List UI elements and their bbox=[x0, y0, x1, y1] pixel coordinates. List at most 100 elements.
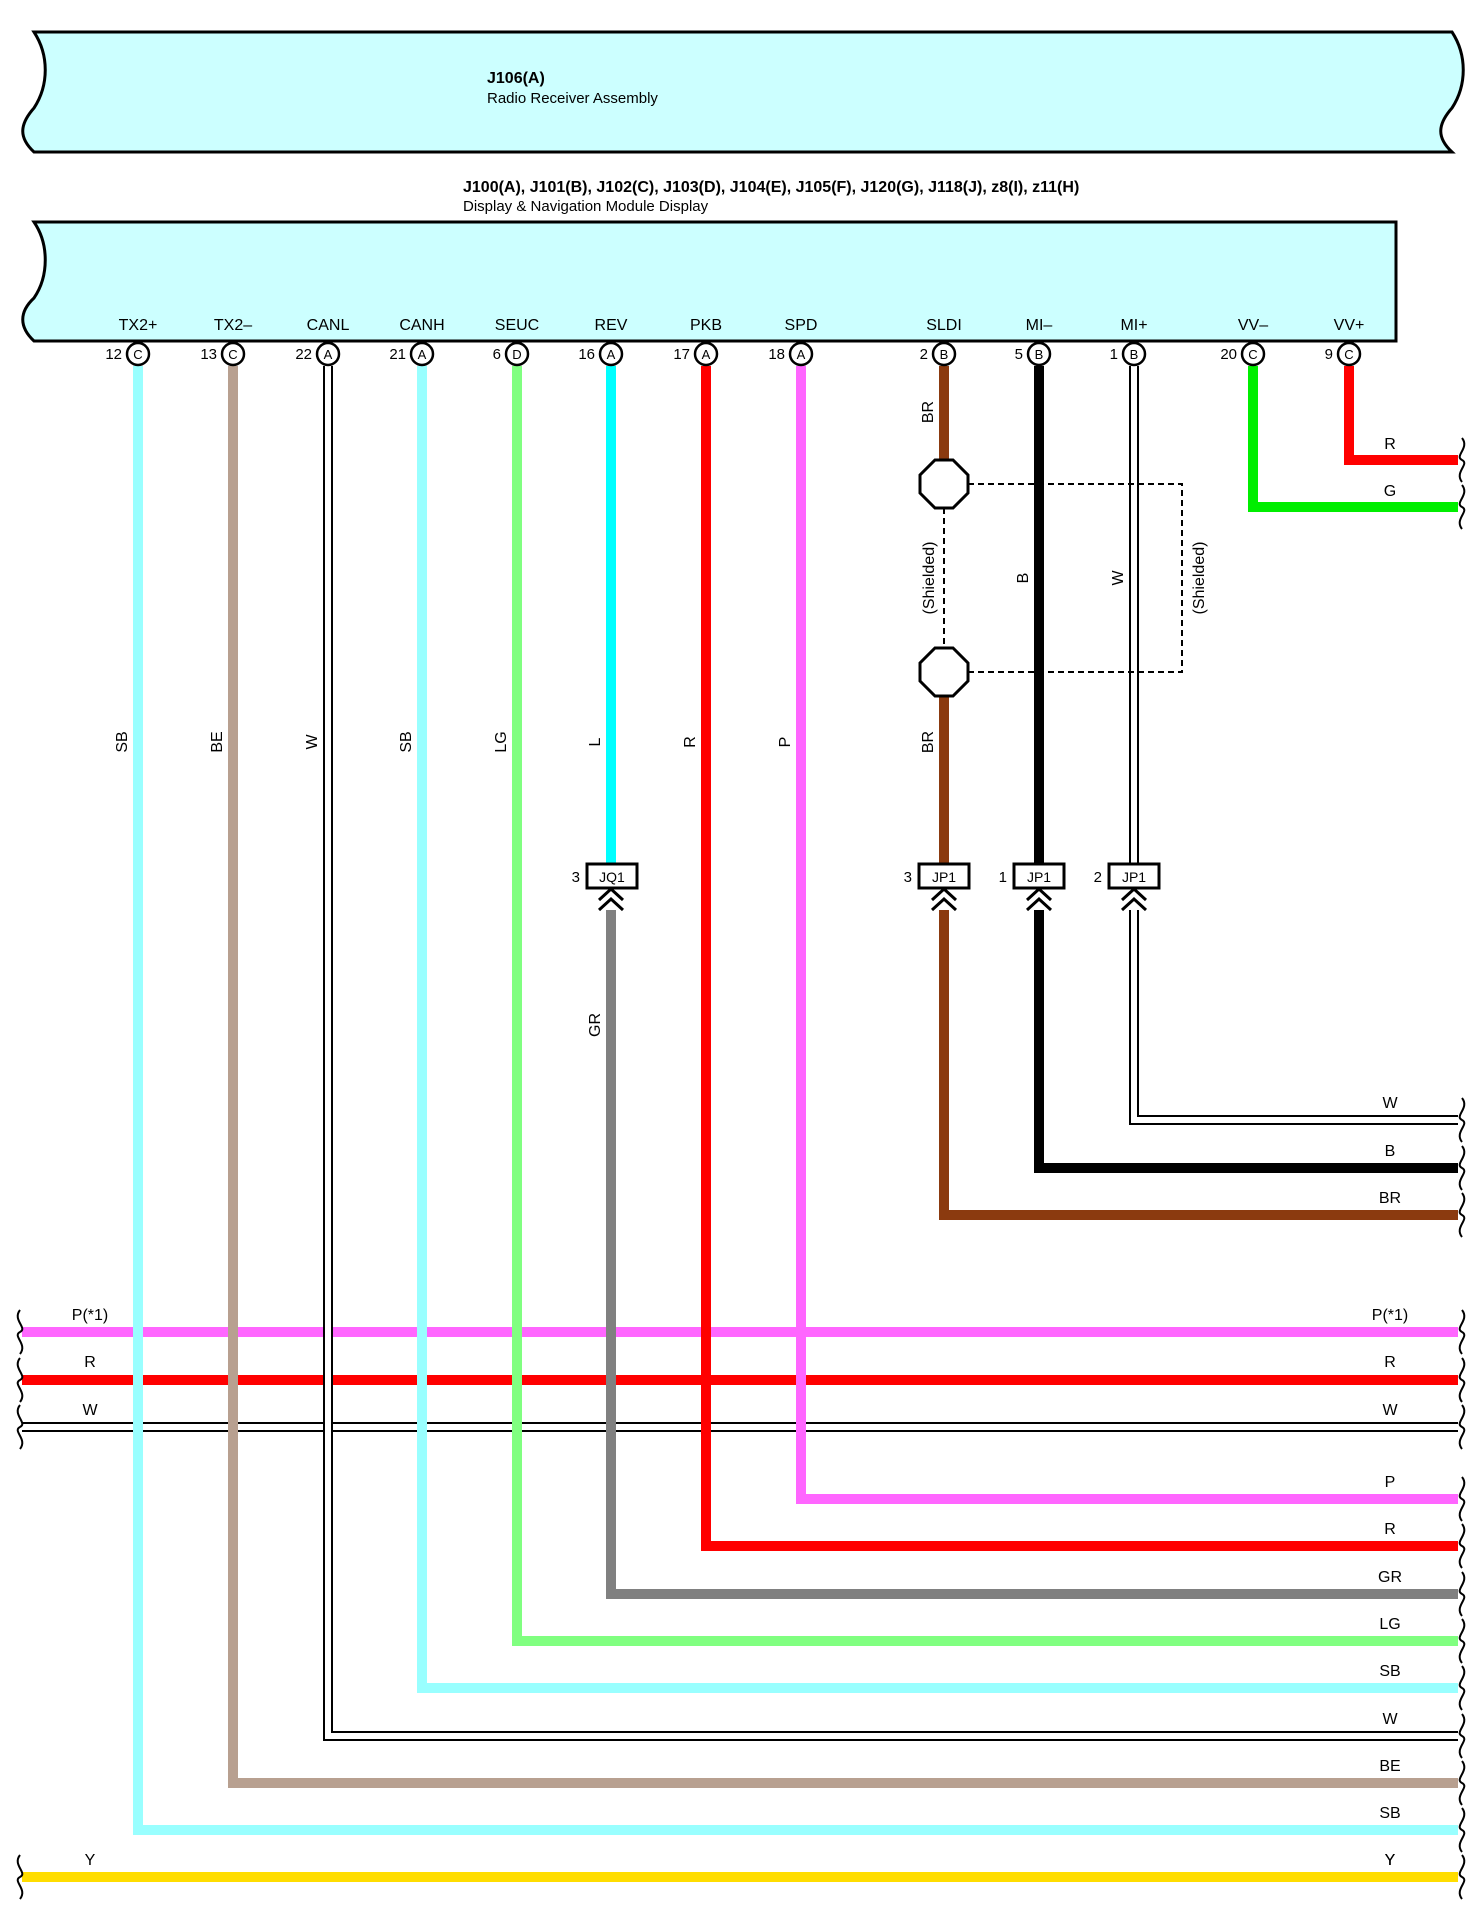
junction-jp1-3: JP1 3 bbox=[904, 862, 971, 912]
break-mark-left bbox=[16, 1309, 24, 1355]
right-label-gr: GR bbox=[1378, 1569, 1402, 1586]
pin-number: 17 bbox=[673, 346, 690, 363]
pin-number: 12 bbox=[105, 346, 122, 363]
pin-number: 6 bbox=[493, 346, 501, 363]
connector-letter: C bbox=[228, 347, 237, 362]
junction-pin: 3 bbox=[572, 869, 580, 886]
connector-letter: B bbox=[940, 347, 949, 362]
break-mark-right bbox=[1458, 484, 1466, 530]
break-mark-right bbox=[1458, 1665, 1466, 1711]
wire-canl bbox=[325, 366, 1458, 1739]
pin-label: CANL bbox=[307, 317, 350, 334]
junction-pin: 3 bbox=[904, 869, 912, 886]
bus-label-left-w: W bbox=[82, 1402, 98, 1419]
junction-chevron-icon bbox=[597, 886, 625, 912]
break-mark-right bbox=[1458, 1097, 1466, 1143]
junction-jq1: JQ1 3 bbox=[572, 862, 639, 912]
junction-box bbox=[917, 862, 971, 890]
pin-canh: CANH 21 A bbox=[389, 317, 445, 367]
junction-chevron-icon bbox=[930, 886, 958, 912]
connector-letter: A bbox=[607, 347, 616, 362]
junction-name: JP1 bbox=[1122, 869, 1146, 885]
pin-number: 21 bbox=[389, 346, 406, 363]
shield-splice-top bbox=[918, 458, 970, 510]
wire-label-l: L bbox=[587, 737, 604, 746]
bus-label-left-y: Y bbox=[85, 1852, 96, 1869]
wire-br bbox=[939, 910, 1458, 1220]
pin-tx2minus: TX2– 13 C bbox=[200, 317, 252, 367]
pin-sldi: SLDI 2 B bbox=[920, 317, 962, 367]
right-label-r: R bbox=[1384, 1521, 1396, 1538]
pin-number: 18 bbox=[768, 346, 785, 363]
junction-box bbox=[1107, 862, 1161, 890]
wire-gr bbox=[606, 910, 1458, 1599]
pin-rev: REV 16 A bbox=[578, 317, 628, 367]
connector-circle bbox=[125, 341, 151, 367]
right-label-b: B bbox=[1385, 1143, 1396, 1160]
pin-number: 22 bbox=[295, 346, 312, 363]
connector-circle bbox=[1336, 341, 1362, 367]
pin-label: TX2– bbox=[214, 317, 252, 334]
break-mark-left bbox=[16, 1854, 24, 1900]
connector-letter: D bbox=[512, 347, 521, 362]
junction-chevron-icon bbox=[1025, 886, 1053, 912]
pin-label: SPD bbox=[785, 317, 818, 334]
break-mark-right bbox=[1458, 1713, 1466, 1759]
pin-label: SEUC bbox=[495, 317, 539, 334]
break-mark-right bbox=[1458, 1145, 1466, 1191]
wire-label-w: W bbox=[304, 734, 321, 750]
pin-label: MI– bbox=[1026, 317, 1053, 334]
bus-label-right-r: R bbox=[1384, 1354, 1396, 1371]
radio-receiver-box bbox=[21, 30, 1465, 154]
wire-label-w-mid: W bbox=[1110, 570, 1127, 586]
right-label-be: BE bbox=[1379, 1758, 1400, 1775]
pin-number: 9 bbox=[1325, 346, 1333, 363]
bus-label-right-w: W bbox=[1382, 1402, 1398, 1419]
break-mark-right bbox=[1458, 1854, 1466, 1900]
wire-label-r: R bbox=[682, 736, 699, 748]
junction-pin: 1 bbox=[999, 869, 1007, 886]
pin-label: CANH bbox=[399, 317, 444, 334]
wire-canh bbox=[417, 366, 1458, 1693]
pin-label: VV– bbox=[1238, 317, 1268, 334]
right-label-sb: SB bbox=[1379, 1663, 1400, 1680]
pin-label: TX2+ bbox=[119, 317, 158, 334]
connector-circle bbox=[1026, 341, 1052, 367]
pin-number: 2 bbox=[920, 346, 928, 363]
break-mark-left bbox=[16, 1404, 24, 1450]
right-label-r: R bbox=[1384, 436, 1396, 453]
pin-vv-plus: VV+ 9 C bbox=[1325, 317, 1364, 367]
right-label-w: W bbox=[1382, 1711, 1398, 1728]
junction-name: JQ1 bbox=[599, 869, 625, 885]
display-module-box bbox=[21, 220, 1398, 343]
junction-jp1-2: JP1 2 bbox=[1094, 862, 1161, 912]
connector-circle bbox=[931, 341, 957, 367]
connector-letter: A bbox=[324, 347, 333, 362]
connector-circle bbox=[1121, 341, 1147, 367]
break-mark-right bbox=[1458, 1571, 1466, 1617]
wire-vv-plus bbox=[1344, 366, 1458, 465]
break-mark-right bbox=[1458, 1309, 1466, 1355]
wire-spd bbox=[796, 366, 1458, 1504]
right-label-br: BR bbox=[1379, 1190, 1401, 1207]
connector-circle bbox=[220, 341, 246, 367]
wire-label-br-bottom: BR bbox=[920, 731, 937, 753]
wire-tx2plus bbox=[133, 366, 1458, 1835]
pin-number: 20 bbox=[1220, 346, 1237, 363]
connector-circle bbox=[1240, 341, 1266, 367]
wire-w-outline bbox=[1129, 910, 1458, 1125]
connector-letter: C bbox=[133, 347, 142, 362]
pin-canl: CANL 22 A bbox=[295, 317, 350, 367]
wire-label-b: B bbox=[1015, 573, 1032, 584]
pin-number: 13 bbox=[200, 346, 217, 363]
shielded-label-right: (Shielded) bbox=[1191, 542, 1208, 615]
right-label-p: P bbox=[1385, 1474, 1396, 1491]
right-label-sb: SB bbox=[1379, 1805, 1400, 1822]
pin-number: 5 bbox=[1015, 346, 1023, 363]
wire-label-lg: LG bbox=[493, 731, 510, 752]
pin-spd: SPD 18 A bbox=[768, 317, 818, 367]
connector-circle bbox=[693, 341, 719, 367]
pin-mi-minus: MI– 5 B bbox=[1015, 317, 1053, 367]
break-mark-right bbox=[1458, 1476, 1466, 1522]
junction-name: JP1 bbox=[1027, 869, 1051, 885]
